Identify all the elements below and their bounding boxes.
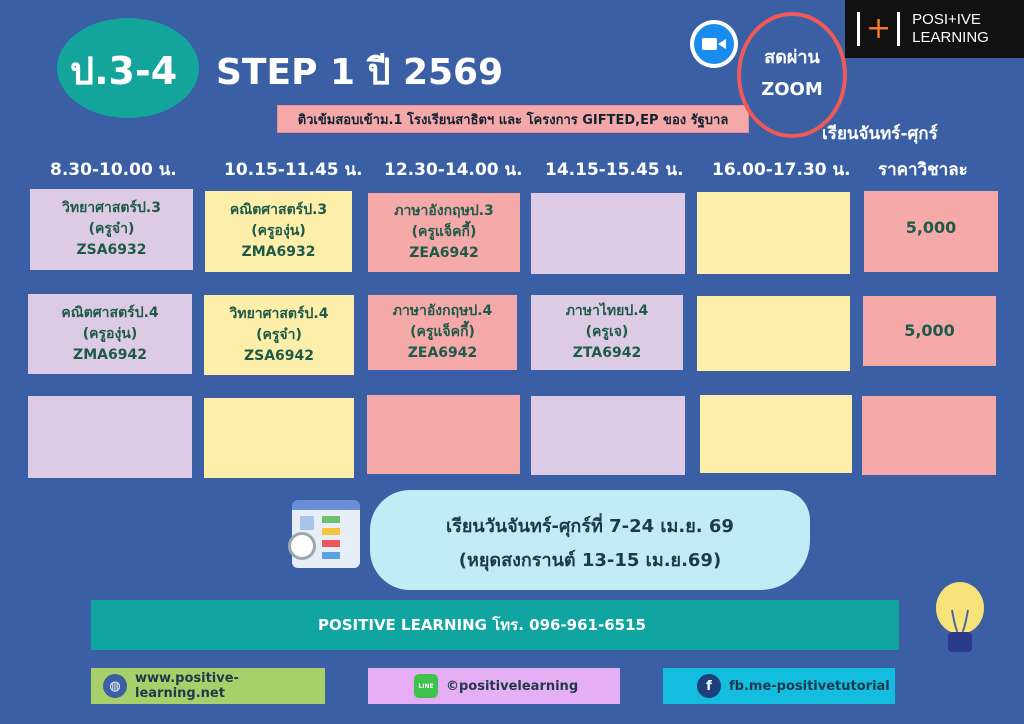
teacher: (ครูจ๋า) xyxy=(88,221,135,237)
line-icon: LINE xyxy=(414,674,438,698)
price: 5,000 xyxy=(905,218,957,237)
course-code: ZSA6942 xyxy=(243,347,315,364)
course-code: ZEA6942 xyxy=(409,245,479,261)
class-cell: วิทยาศาสตร์ป.3 (ครูจ๋า) ZSA6932 xyxy=(30,189,193,270)
empty-cell xyxy=(697,192,850,274)
class-cell: คณิตศาสตร์ป.3 (ครูองุ่น) ZMA6932 xyxy=(205,191,352,272)
course-code: ZMA6932 xyxy=(241,244,316,260)
facebook-link[interactable]: f fb.me-positivetutorial xyxy=(663,668,895,704)
facebook-icon: f xyxy=(697,674,721,698)
subject: ภาษาอังกฤษป.3 xyxy=(394,203,494,219)
live-line1: สดผ่าน xyxy=(764,47,820,68)
logo-line2: LEARNING xyxy=(912,29,989,46)
empty-cell xyxy=(862,396,996,475)
facebook-text: fb.me-positivetutorial xyxy=(729,678,890,694)
subject: ภาษาไทยป.4 xyxy=(565,303,649,319)
empty-cell xyxy=(697,296,850,371)
teacher: (ครูองุ่น) xyxy=(82,325,138,342)
column-header: 10.15-11.45 น. xyxy=(224,160,363,180)
subject: วิทยาศาสตร์ป.4 xyxy=(229,305,329,322)
holiday-note: (หยุดสงกรานต์ 13-15 เม.ย.69) xyxy=(458,550,722,571)
empty-cell xyxy=(700,395,852,473)
live-ring xyxy=(737,12,847,138)
price-cell: 5,000 xyxy=(863,296,996,366)
website-text: www.positive-learning.net xyxy=(135,671,239,701)
lightbulb-icon xyxy=(936,582,984,652)
contact-banner: POSITIVE LEARNING โทร. 096-961-6515 xyxy=(91,600,899,650)
clock-icon xyxy=(288,532,316,560)
contact-phone: POSITIVE LEARNING โทร. 096-961-6515 xyxy=(318,616,646,634)
website-link[interactable]: ◍ www.positive-learning.net xyxy=(91,668,325,704)
price: 5,000 xyxy=(904,321,955,340)
course-code: ZMA6942 xyxy=(73,346,147,363)
globe-icon: ◍ xyxy=(103,674,127,698)
teacher: (ครูเจ) xyxy=(585,324,629,340)
calendar-icon xyxy=(288,500,360,568)
live-line2: ZOOM xyxy=(761,79,823,100)
empty-cell xyxy=(531,193,685,274)
grade-label: ป.3-4 xyxy=(70,49,178,93)
schedule-dates: เรียนวันจันทร์-ศุกร์ที่ 7-24 เม.ย. 69 xyxy=(446,516,734,537)
column-header: ราคาวิชาละ xyxy=(878,160,968,180)
subject: คณิตศาสตร์ป.4 xyxy=(61,304,159,321)
schedule-note: เรียนวันจันทร์-ศุกร์ที่ 7-24 เม.ย. 69 (หย… xyxy=(370,490,810,590)
grade-badge xyxy=(57,18,199,118)
class-cell: ภาษาอังกฤษป.4 (ครูแจ็คกี้) ZEA6942 xyxy=(368,295,517,370)
logo-line1: POSI+IVE xyxy=(912,11,981,28)
live-zoom-label: สดผ่าน ZOOM xyxy=(740,42,844,106)
line-link[interactable]: LINE ©positivelearning xyxy=(368,668,620,704)
column-header: 14.15-15.45 น. xyxy=(545,160,684,180)
subtitle-banner: ติวเข้มสอบเข้าม.1 โรงเรียนสาธิตฯ และ โคร… xyxy=(277,105,749,133)
empty-cell xyxy=(367,395,520,474)
logo-plus: + xyxy=(866,11,892,46)
subject: คณิตศาสตร์ป.3 xyxy=(229,202,328,218)
teacher: (ครูแจ็คกี้) xyxy=(410,324,475,340)
column-header: 8.30-10.00 น. xyxy=(50,160,177,180)
class-cell: วิทยาศาสตร์ป.4 (ครูจ๋า) ZSA6942 xyxy=(204,295,354,375)
class-cell: คณิตศาสตร์ป.4 (ครูองุ่น) ZMA6942 xyxy=(28,294,192,374)
class-cell: ภาษาอังกฤษป.3 (ครูแจ็คกี้) ZEA6942 xyxy=(368,193,520,272)
days-label: เรียนจันทร์-ศุกร์ xyxy=(822,124,938,144)
column-header: 12.30-14.00 น. xyxy=(384,160,523,180)
subject: วิทยาศาสตร์ป.3 xyxy=(61,200,161,216)
column-header: 16.00-17.30 น. xyxy=(712,160,851,180)
empty-cell xyxy=(28,396,192,478)
page-title: STEP 1 ปี 2569 xyxy=(216,52,504,93)
zoom-camera-icon xyxy=(690,20,738,68)
course-code: ZEA6942 xyxy=(407,345,478,361)
course-code: ZSA6932 xyxy=(76,242,147,258)
class-cell: ภาษาไทยป.4 (ครูเจ) ZTA6942 xyxy=(531,295,683,370)
line-text: ©positivelearning xyxy=(446,678,579,694)
price-cell: 5,000 xyxy=(864,191,998,272)
subject: ภาษาอังกฤษป.4 xyxy=(392,303,493,319)
course-code: ZTA6942 xyxy=(572,345,642,361)
teacher: (ครูจ๋า) xyxy=(256,326,302,343)
teacher: (ครูองุ่น) xyxy=(251,223,306,239)
empty-cell xyxy=(531,396,685,475)
teacher: (ครูแจ็คกี้) xyxy=(411,224,477,240)
empty-cell xyxy=(204,398,354,478)
